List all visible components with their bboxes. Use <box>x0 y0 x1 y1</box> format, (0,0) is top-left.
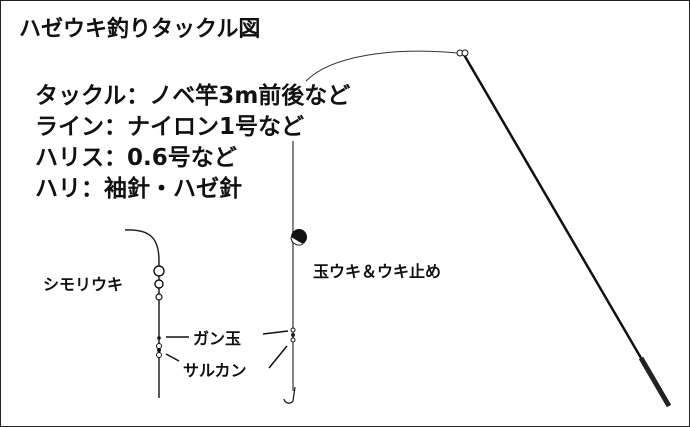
spec-tackle: タックル：ノベ竿3m前後など <box>35 83 351 109</box>
rod-butt <box>638 356 672 408</box>
label-shimori-float: シモリウキ <box>43 275 124 294</box>
spec-line: ライン：ナイロン1号など <box>35 114 305 140</box>
shimori-line <box>124 229 160 398</box>
hook <box>283 386 296 404</box>
label-gandama: ガン玉 <box>193 329 242 348</box>
label-ball-float: 玉ウキ＆ウキ止め <box>313 262 442 281</box>
gandama-left <box>157 336 161 340</box>
label-sarukan: サルカン <box>183 361 247 380</box>
diagram-title: ハゼウキ釣りタックル図 <box>19 17 261 42</box>
rod <box>461 52 671 407</box>
shimori-float <box>153 265 165 277</box>
spec-hook: ハリ：袖針・ハゼ針 <box>35 176 242 202</box>
swivel-left <box>156 343 162 349</box>
main-line <box>305 50 458 82</box>
spec-harisu: ハリス：0.6号など <box>35 145 237 171</box>
